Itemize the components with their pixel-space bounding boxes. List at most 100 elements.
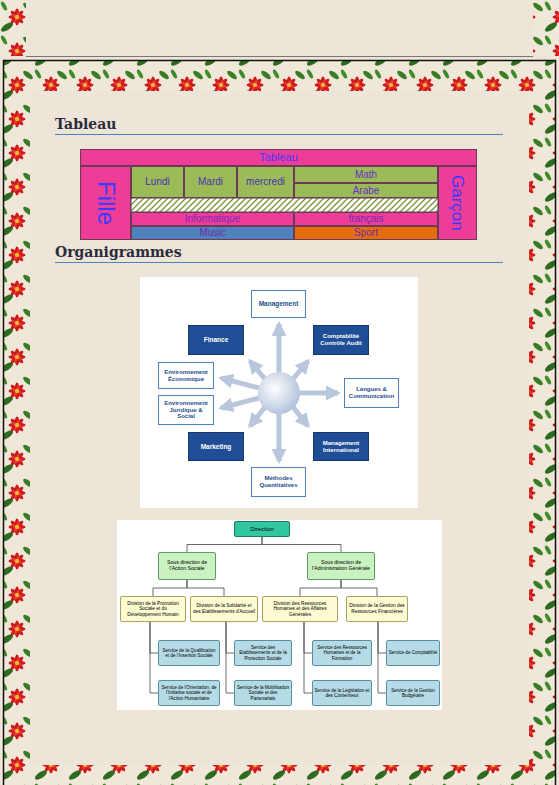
table-cell: Fille (80, 166, 131, 240)
section-heading: Tableau (55, 114, 116, 134)
chart-image (140, 277, 418, 508)
box-text: Service des Etablissements et de la Prot… (235, 645, 291, 661)
heading-rule (55, 134, 503, 135)
org-box: Service des Ressources Humaines et de la… (312, 640, 372, 666)
org-connector (150, 622, 158, 693)
org-connector (378, 622, 386, 693)
org-box: Service de la Gestion Budgétaire (386, 680, 440, 706)
box-text: Service de la Gestion Budgétaire (387, 688, 439, 699)
flower-border (0, 0, 26, 56)
org-box: Service de la Législation et des Content… (312, 680, 372, 706)
org-connector (153, 580, 187, 596)
cell-text: Garçon (449, 175, 466, 231)
org-connector (226, 622, 234, 693)
org-box: Division de la Gestion des Ressources Fi… (346, 596, 408, 622)
radial-arrow (277, 324, 282, 373)
radial-arrow (250, 407, 265, 426)
radial-arrow (277, 413, 282, 461)
radial-arrow (221, 398, 259, 408)
topic-box: Comptabilité Contrôle Audit (313, 325, 369, 355)
table-cell: mercredi (237, 166, 294, 198)
heading-rule (55, 262, 503, 263)
box-text: Marketing (200, 443, 233, 450)
box-text: Service des Ressources Humaines et de la… (313, 645, 371, 661)
org-connector (262, 537, 341, 552)
org-box: Service de la Mobilisation Sociale et de… (234, 680, 292, 706)
org-box: Service des Etablissements et de la Prot… (234, 640, 292, 666)
org-box: Service de la Qualification et de l'Inse… (158, 640, 220, 666)
org-box: Direction (234, 521, 290, 537)
table-cell: Sport (294, 226, 438, 240)
radial-arrow (299, 391, 338, 396)
org-box: Service de Comptabilité (386, 640, 440, 666)
cell-text: Lundi (145, 177, 169, 187)
org-connector (226, 622, 234, 653)
cell-text: Fille (94, 181, 118, 225)
topic-box: Langues & Communication (344, 378, 399, 408)
org-connector (187, 580, 224, 596)
flower-border (533, 0, 559, 56)
org-connector (187, 537, 262, 552)
org-connector (304, 622, 312, 653)
page-frame (4, 61, 556, 785)
cell-text: Arabe (353, 186, 380, 196)
box-text: Service de la Législation et des Content… (313, 688, 371, 699)
org-box: Service de l'Orientation, de l'Initiativ… (158, 680, 220, 706)
cell-text: Music (199, 228, 225, 238)
table-cell: Math (294, 166, 438, 183)
box-text: Division des Ressources Humaines et des … (263, 601, 337, 618)
radial-arrow (293, 407, 308, 426)
radial-arrow (250, 361, 265, 379)
table-cell: Arabe (294, 183, 438, 198)
org-connector (150, 622, 158, 653)
box-text: Service de la Mobilisation Sociale et de… (235, 685, 291, 701)
topic-box: Management International (313, 432, 369, 461)
section-heading: Organigrammes (55, 242, 182, 262)
org-connector (300, 580, 341, 596)
org-box: Division des Ressources Humaines et des … (262, 596, 338, 622)
box-text: Sous direction de l'Administration Génér… (308, 560, 374, 572)
org-box: Division de la Promotion Sociale et du D… (120, 596, 186, 622)
box-text: Environnement Juridique & Social (159, 400, 213, 421)
box-text: Service de l'Orientation, de l'Initiativ… (159, 685, 219, 701)
box-text: Division de la Solidarité et des Etablis… (191, 603, 257, 614)
org-connector (304, 622, 312, 693)
box-text: Management (258, 300, 300, 307)
org-box: Sous direction de l'Action Sociale (158, 552, 216, 580)
table-cell: Informatique (131, 212, 294, 226)
table-cell: Music (131, 226, 294, 240)
org-connector (378, 622, 386, 653)
page-edge (26, 56, 533, 57)
table-cell: français (294, 212, 438, 226)
box-text: Langues & Communication (345, 386, 398, 400)
table-cell: Lundi (131, 166, 184, 198)
org-connector (341, 580, 377, 596)
box-text: Direction (249, 526, 275, 533)
box-text: Sous direction de l'Action Sociale (159, 560, 215, 572)
topic-box: Management (251, 290, 306, 318)
cell-text: français (348, 214, 383, 224)
box-text: Environnement Économique (159, 369, 213, 383)
flower-border (4, 61, 30, 785)
radial-arrow (293, 361, 308, 379)
flower-border (4, 765, 555, 785)
flower-border (529, 61, 555, 785)
topic-box: Finance (188, 325, 244, 355)
table-cell: Garçon (438, 166, 477, 240)
box-text: Management International (314, 440, 368, 454)
cell-text: Tableau (259, 152, 298, 163)
radial-arrow (221, 378, 259, 388)
cell-text: Sport (354, 228, 378, 238)
topic-box: Environnement Économique (158, 362, 214, 389)
cell-text: Informatique (185, 214, 241, 224)
flower-border (4, 61, 555, 91)
chart-image (117, 520, 442, 710)
topic-box: Environnement Juridique & Social (158, 395, 214, 425)
table-cell: Mardi (184, 166, 237, 198)
cell-text: Mardi (198, 177, 223, 187)
topic-box: Méthodes Quantitatives (251, 467, 306, 497)
box-text: Finance (203, 336, 230, 343)
box-text: Comptabilité Contrôle Audit (314, 333, 368, 347)
hatched-cell (131, 198, 438, 212)
